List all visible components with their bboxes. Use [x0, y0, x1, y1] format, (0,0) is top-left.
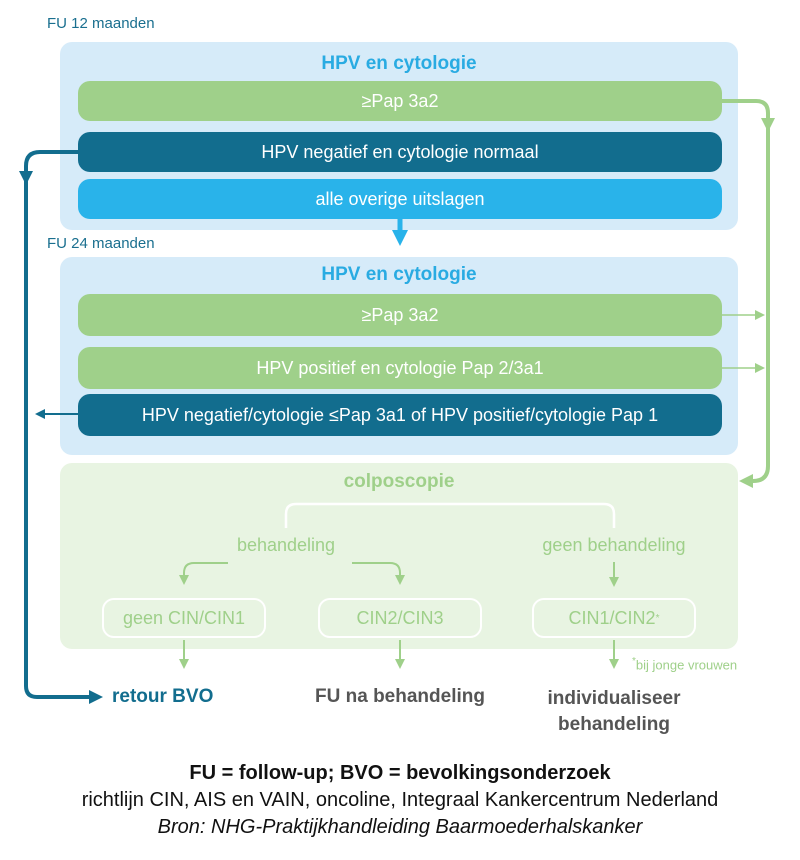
treatment-split-right: [352, 562, 405, 585]
fu24-label: FU 24 maanden: [47, 235, 155, 252]
fu12-row-pap3a2: ≥Pap 3a2: [78, 81, 722, 121]
endpoint-individualize: individualiseer behandeling: [514, 686, 714, 738]
footer-bron: Bron: NHG-Praktijkhandleiding Baarmoeder…: [157, 816, 643, 838]
colpo-split: [284, 502, 616, 528]
footnote-text: bij jonge vrouwen: [635, 657, 738, 673]
outcome-cin2-cin3: CIN2/CIN3: [318, 598, 482, 638]
endpoint-individualize-line1: individualiseer: [547, 688, 681, 709]
fu12-label: FU 12 maanden: [47, 15, 155, 32]
return-line-main: [24, 178, 103, 704]
endpoint-fu-after-treatment: FU na behandeling: [315, 686, 485, 707]
fu12-row-negative-normal: HPV negatief en cytologie normaal: [78, 132, 722, 172]
fu24-row-return: HPV negatief/cytologie ≤Pap 3a1 of HPV p…: [78, 394, 722, 436]
return-line-fu12: [19, 150, 78, 185]
branch-treatment: behandeling: [236, 535, 336, 555]
footer-abbreviations: FU = follow-up; BVO = bevolkingsonderzoe…: [189, 762, 611, 784]
fu24-title: HPV en cytologie: [321, 264, 477, 285]
outcome-footnote-mark: *: [655, 612, 660, 624]
footnote-mark: *: [632, 656, 636, 667]
footnote: *bij jonge vrouwen: [632, 656, 737, 672]
fu24-row-pap3a2: ≥Pap 3a2: [78, 294, 722, 336]
fu24-row-positive-pap2: HPV positief en cytologie Pap 2/3a1: [78, 347, 722, 389]
branch-no-treatment: geen behandeling: [542, 535, 686, 555]
colpo-line-fu12: [722, 99, 775, 132]
outcome-cin1-cin2-label: CIN1/CIN2: [568, 607, 656, 628]
endpoint-individualize-line2: behandeling: [558, 714, 670, 735]
colposcopie-title: colposcopie: [343, 471, 455, 492]
treatment-split-left: [179, 562, 228, 585]
endpoint-return-bvo: retour BVO: [112, 686, 214, 707]
colposcopie-panel: [60, 463, 738, 649]
fu12-title: HPV en cytologie: [321, 53, 477, 74]
footer-source: richtlijn CIN, AIS en VAIN, oncoline, In…: [81, 789, 719, 811]
outcome-cin1-cin2: CIN1/CIN2*: [532, 598, 696, 638]
outcome-geen-cin: geen CIN/CIN1: [102, 598, 266, 638]
colpo-line-main: [739, 125, 770, 488]
fu12-row-other: alle overige uitslagen: [78, 179, 722, 219]
